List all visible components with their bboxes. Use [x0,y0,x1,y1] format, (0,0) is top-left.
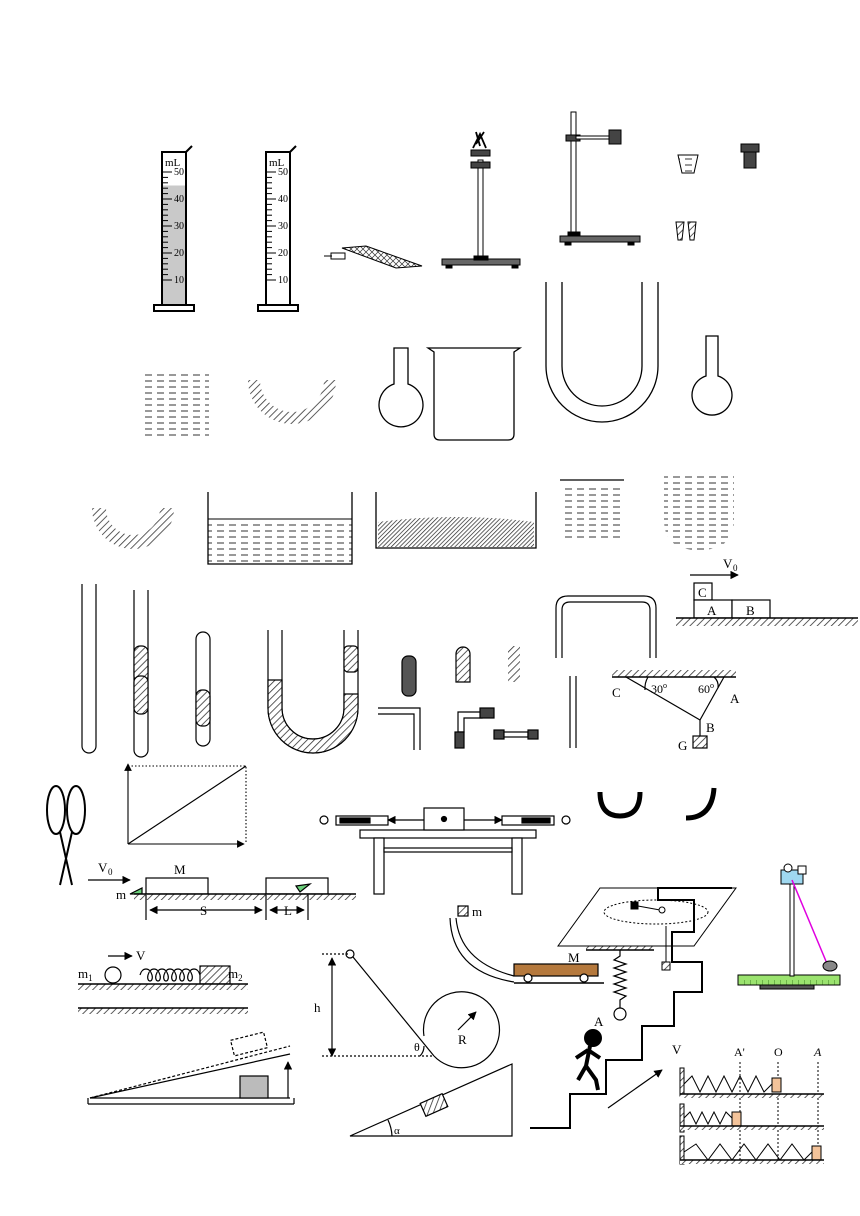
bent-liquid-column [248,380,336,424]
label-oscillator-v: V [672,1042,682,1057]
label-distance-s: S [200,903,207,918]
cylinder-unit-label-right: mL [269,157,285,169]
cylinder-tick-label: 30 [278,221,288,232]
label-mass-m1: m1 [78,966,93,983]
cylinder-tick-label: 50 [174,167,184,178]
graduated-cylinder-empty [257,145,299,312]
label-point-a-osc: A [813,1045,822,1059]
label-weight-g: G [678,738,687,753]
cylinder-tick-label: 40 [278,194,288,205]
label-angle-theta: θ [414,1040,420,1054]
label-point-o: O [774,1045,783,1059]
stair-climber [530,887,732,1129]
u-tube-large [545,282,659,423]
cylinder-tick-label: 10 [174,275,184,286]
bent-glass-pieces [454,707,539,749]
label-distance-l: L [284,903,292,918]
liquid-block [145,372,209,440]
label-block-a: A [707,603,717,618]
cylinder-unit-label-left: mL [165,157,181,169]
support-stand-with-clamp [441,131,521,269]
suspension-problem [612,670,736,749]
spring-collision-problem [78,951,248,1014]
round-bottom-flask [378,347,424,428]
label-curve-m: m [472,904,482,919]
label-v0: V [723,556,733,571]
label-curve-a: A [594,1014,604,1029]
incline-with-block [87,1031,295,1105]
sliding-block-problem [88,875,356,920]
pendulum-stand [737,863,841,990]
label-v0-sub: 0 [733,563,738,573]
iron-stand [559,111,641,246]
label-slide-v0: V [98,860,108,875]
label-radius-r: R [458,1032,467,1047]
rubber-tubes [597,787,717,821]
label-slide-v0-sub: 0 [108,867,113,877]
cylinder-tick-label: 20 [174,248,184,259]
label-angle-30: 30o [651,681,667,696]
tank-with-water [207,492,353,565]
oscillator-problem [679,1062,824,1166]
graduated-cylinder-filled [153,145,195,312]
rubber-stopper-pieces [675,143,760,241]
u-shaped-liquid [92,508,174,549]
label-angle-alpha: α [394,1125,400,1137]
label-mass-board: M [174,862,186,877]
label-height-h: h [314,1000,321,1015]
label-point-a-prime: A' [734,1045,745,1059]
cylinder-tick-labels-right: 50 40 30 20 10 [278,167,288,286]
liquid-layers [560,479,624,542]
stacked-blocks-problem [676,570,858,626]
label-point-a: A [730,691,740,706]
incline-alpha [349,1063,513,1137]
cylinder-tick-label: 30 [174,221,184,232]
beaker [425,347,523,441]
label-block-c: C [698,585,707,600]
cylinder-tick-label: 10 [278,275,288,286]
test-tube-brush [324,245,423,269]
tank-with-sediment [375,492,537,549]
cylinder-tick-label: 20 [278,248,288,259]
cylinder-tick-labels-left: 50 40 30 20 10 [174,167,184,286]
funnel-liquid [664,472,734,550]
label-cart-m: M [568,950,580,965]
label-mass-m: m [116,887,126,902]
label-mass-m2: m2 [228,966,243,983]
test-tubes [81,584,657,758]
spring-balance-table [319,807,571,895]
label-point-b: B [706,720,715,735]
loop-track-problem [322,949,501,1069]
label-block-b: B [746,603,755,618]
cylinder-tick-label: 40 [174,194,184,205]
tongs [46,785,86,886]
curved-track-cart-problem [449,905,654,1021]
rotating-plate [557,887,737,971]
label-spring-v: V [136,948,146,963]
flask-small [691,335,733,416]
label-angle-60: 60o [698,681,714,696]
cylinder-tick-label: 50 [278,167,288,178]
linear-graph [124,763,247,848]
label-point-c: C [612,685,621,700]
